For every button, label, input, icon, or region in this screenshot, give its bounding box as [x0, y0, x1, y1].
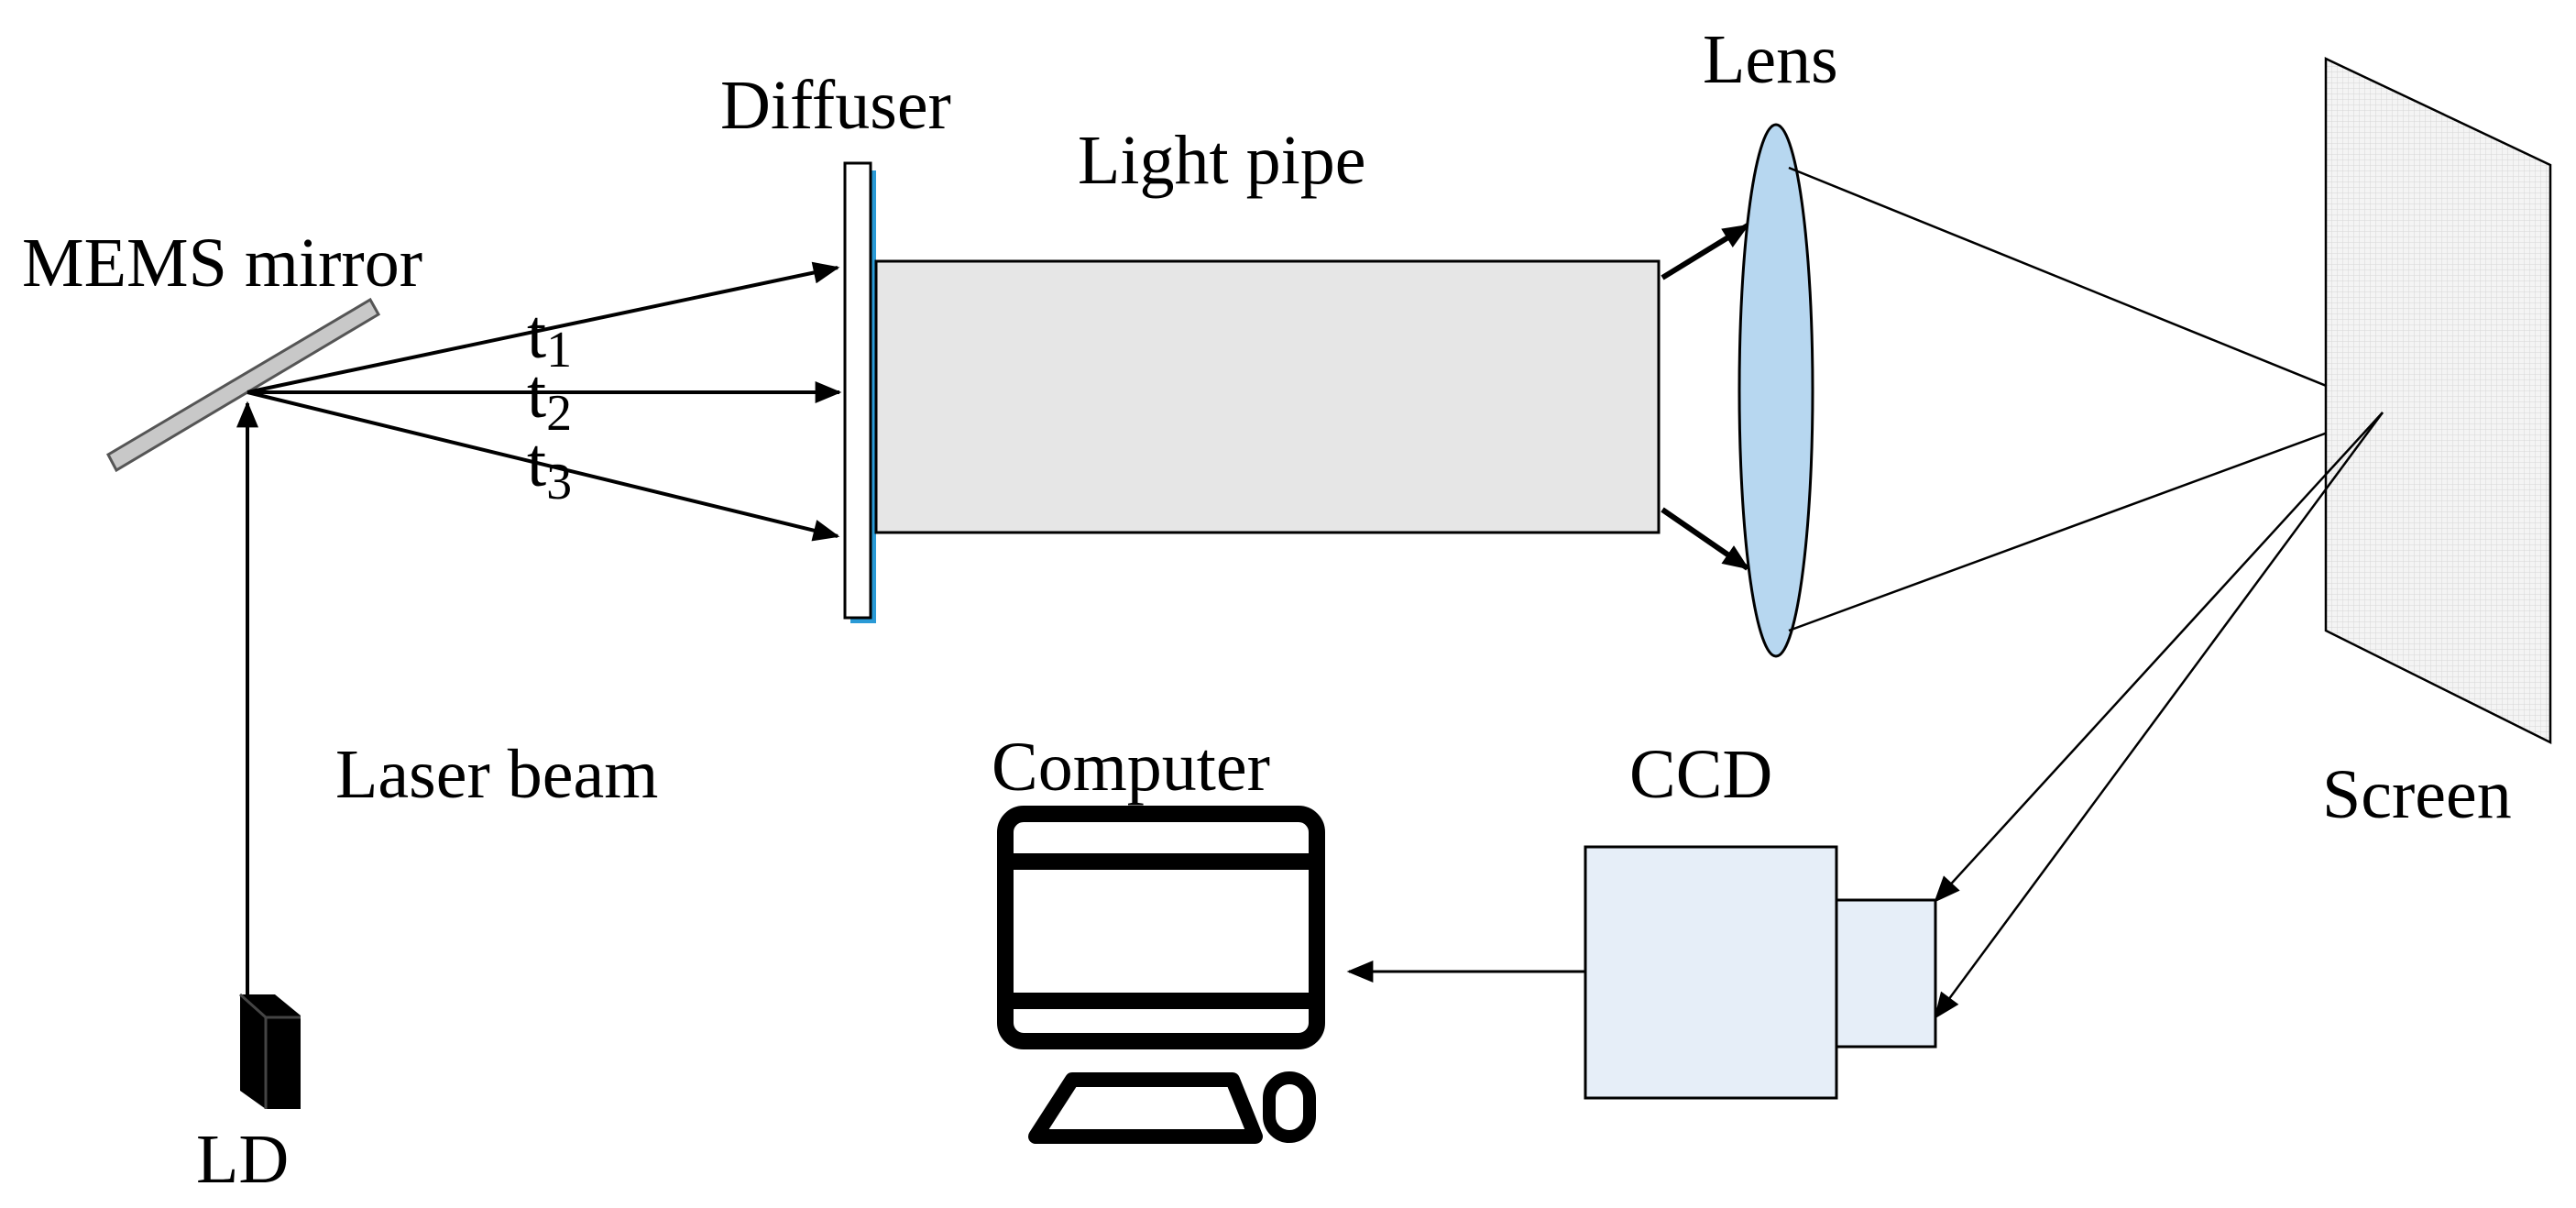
label-computer: Computer: [992, 729, 1270, 806]
light-pipe: [874, 259, 1661, 534]
camera-icon: [1584, 845, 1937, 1100]
lens: [1737, 123, 1814, 658]
label-light-pipe: Light pipe: [1078, 122, 1366, 199]
computer-monitor-icon: [997, 806, 1325, 1144]
label-t3: t3: [527, 424, 572, 511]
screen: [2324, 57, 2552, 745]
ray-screen-to-ccd-upper: [1934, 412, 2384, 903]
ray-screen-to-ccd-lower: [1934, 412, 2384, 1019]
label-ld: LD: [196, 1121, 289, 1198]
label-lens: Lens: [1703, 21, 1838, 98]
beam-t1: [247, 261, 840, 394]
diffuser: [843, 161, 876, 623]
ray-lens-to-screen-top: [1788, 166, 2388, 412]
beam-pipe-to-lens-top: [1661, 223, 1750, 280]
label-ccd: CCD: [1629, 736, 1772, 813]
laser-diode-icon: [239, 993, 301, 1109]
mems-mirror: [106, 297, 381, 473]
label-diffuser: Diffuser: [720, 67, 951, 144]
label-t2: t2: [527, 356, 572, 442]
beam-pipe-to-lens-bottom: [1661, 507, 1749, 571]
ray-lens-to-screen-bottom: [1788, 409, 2388, 632]
beam-t3: [247, 390, 840, 542]
label-screen: Screen: [2322, 756, 2512, 833]
label-t1: t1: [527, 296, 572, 379]
label-mems-mirror: MEMS mirror: [22, 225, 422, 302]
label-laser-beam: Laser beam: [335, 736, 658, 813]
